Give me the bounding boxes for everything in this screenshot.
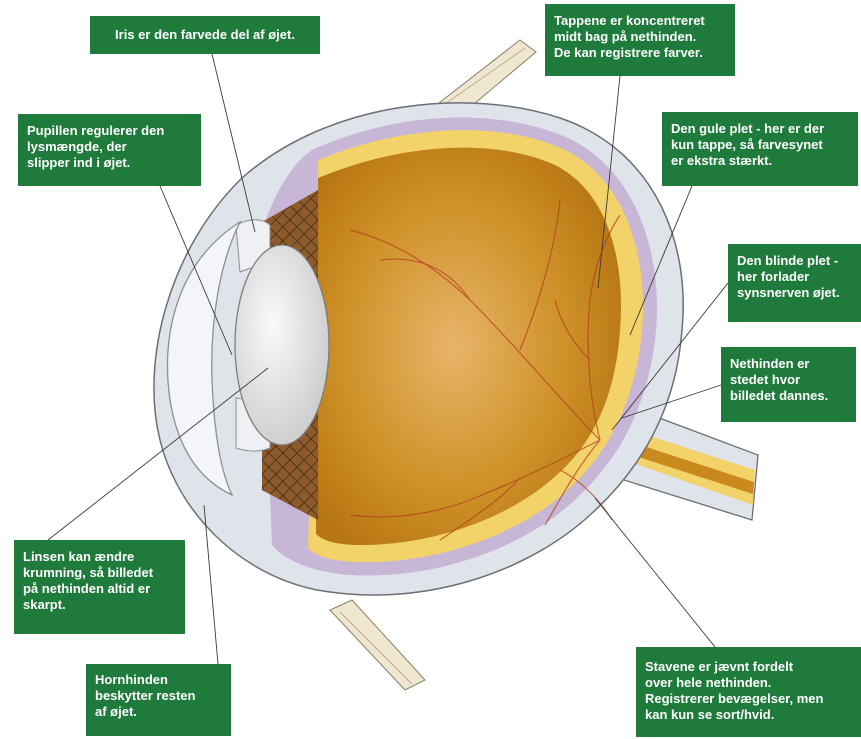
label-nethinden: Nethinden er stedet hvor billedet dannes… [721, 347, 856, 422]
label-tappene: Tappene er koncentreret midt bag på neth… [545, 4, 735, 76]
label-hornhinden: Hornhinden beskytter resten af øjet. [86, 664, 231, 736]
eye-muscle-bottom [330, 600, 425, 690]
label-stavene: Stavene er jævnt fordelt over hele nethi… [636, 647, 861, 737]
lens [235, 245, 329, 445]
label-gule-plet: Den gule plet - her er der kun tappe, så… [662, 112, 858, 186]
label-iris: Iris er den farvede del af øjet. [90, 16, 320, 54]
label-pupillen: Pupillen regulerer den lysmængde, der sl… [18, 114, 201, 186]
label-linsen: Linsen kan ændre krumning, så billedet p… [14, 540, 185, 634]
label-blinde-plet: Den blinde plet - her forlader synsnerve… [728, 244, 861, 322]
pointer-stavene [595, 498, 715, 647]
